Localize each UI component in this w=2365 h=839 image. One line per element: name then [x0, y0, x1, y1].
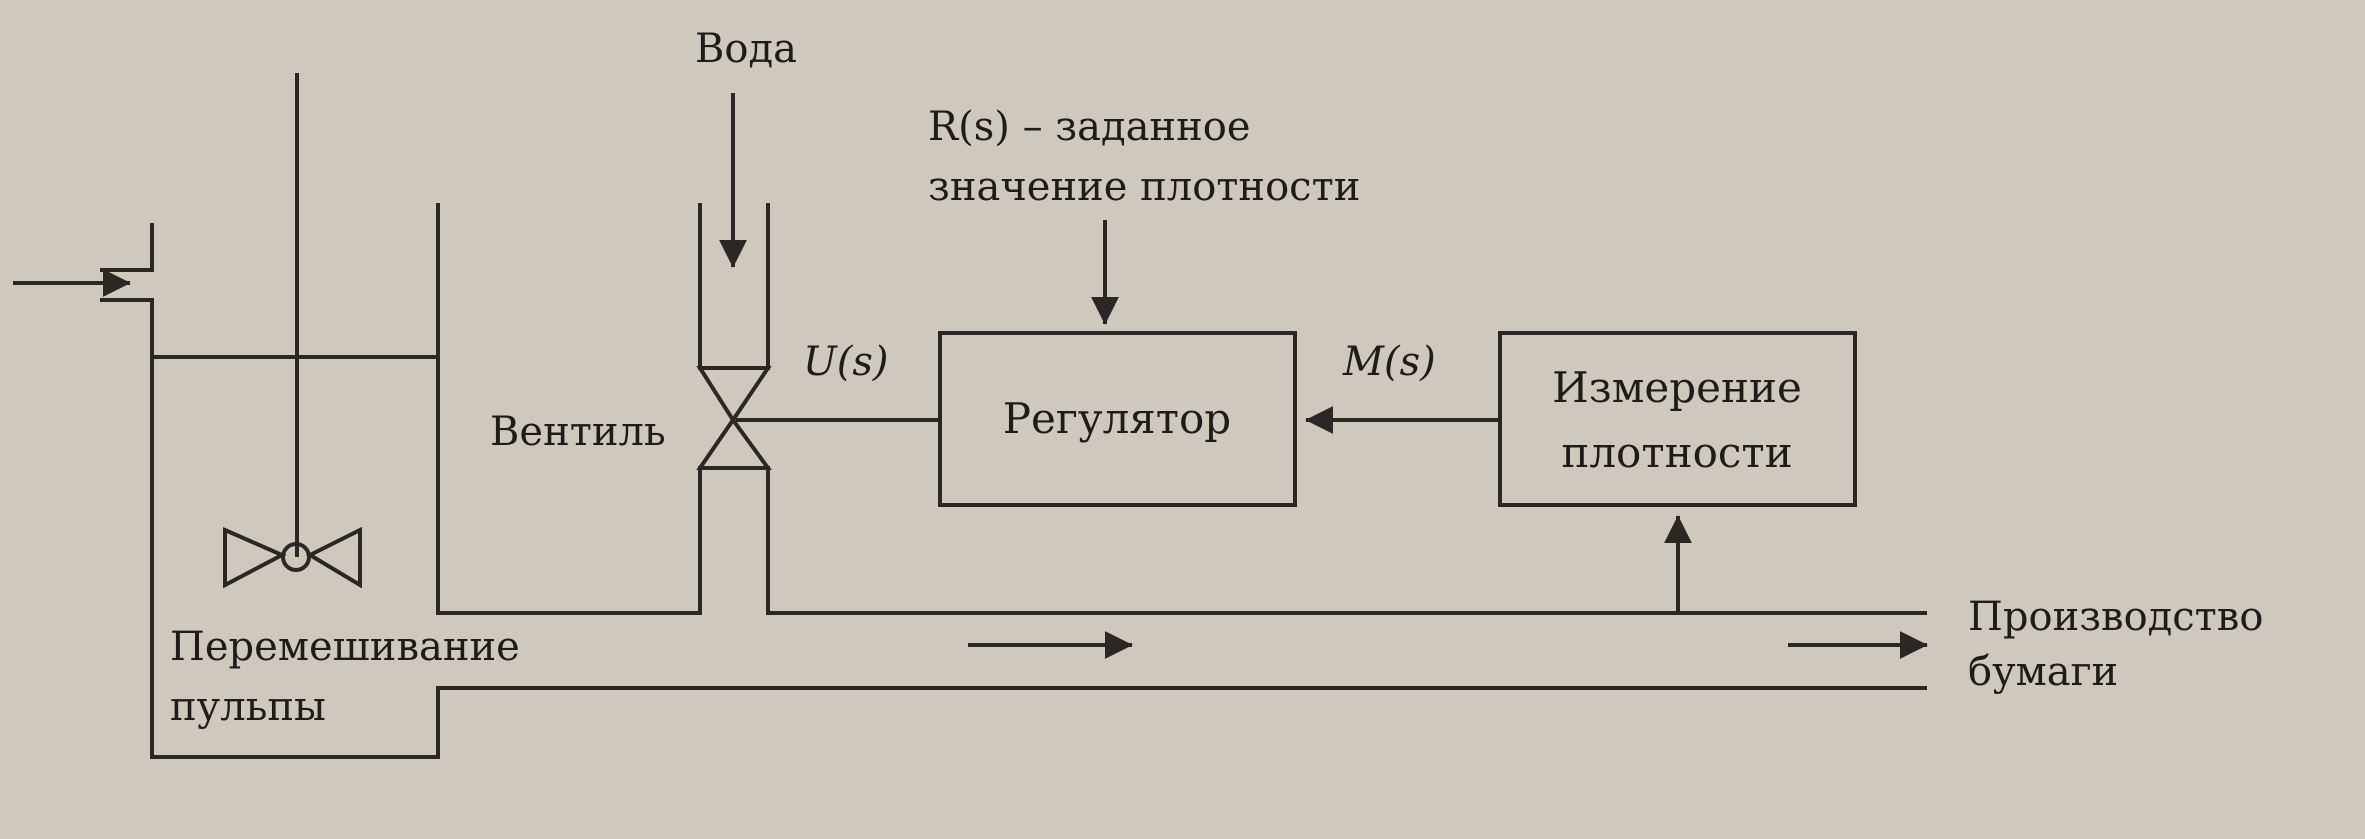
measured-signal-label: M(s) — [1342, 339, 1436, 385]
agitator — [223, 73, 362, 589]
measurement-block — [1498, 331, 1857, 507]
valve-icon — [696, 366, 772, 470]
output-label-line1: Производство — [1968, 594, 2263, 640]
output-label-line2: бумаги — [1968, 649, 2118, 695]
measurement-label-line2: плотности — [1561, 428, 1792, 477]
measurement-label-line1: Измерение — [1552, 363, 1802, 412]
mixing-tank — [150, 203, 1927, 759]
water-pipe — [698, 203, 1927, 615]
setpoint-label-line2: значение плотности — [928, 164, 1360, 210]
regulator-label: Регулятор — [1003, 394, 1231, 443]
water-label: Вода — [695, 26, 797, 72]
mixing-label-line2: пульпы — [170, 684, 326, 730]
control-signal-label: U(s) — [803, 339, 888, 385]
setpoint-label-line1: R(s) – заданное — [928, 104, 1251, 150]
mixing-label-line1: Перемешивание — [170, 624, 520, 670]
valve-label: Вентиль — [490, 409, 666, 455]
